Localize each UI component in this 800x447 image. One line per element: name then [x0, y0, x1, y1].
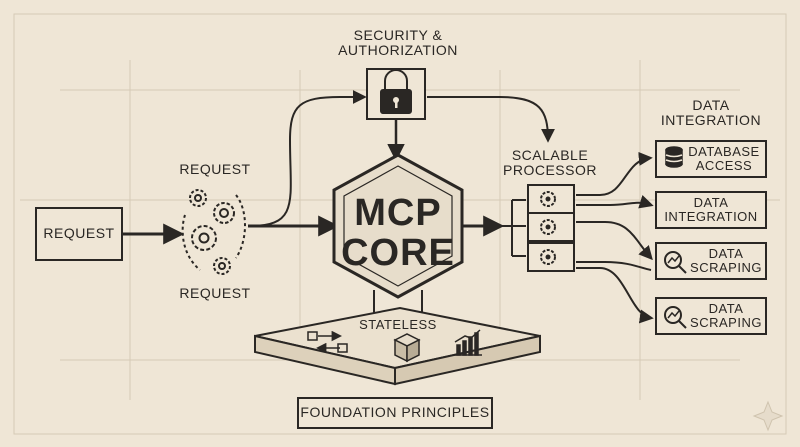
magnifier-chart-icon — [664, 306, 687, 329]
security-label: SECURITY & AUTHORIZATION — [318, 28, 478, 57]
magnifier-chart-icon — [664, 251, 687, 274]
gear-icon — [540, 219, 556, 235]
foundation-label: FOUNDATION PRINCIPLES — [300, 404, 490, 420]
cube-icon — [393, 333, 421, 363]
output-label-3: DATA SCRAPING — [688, 247, 764, 274]
gear-icon — [540, 191, 556, 207]
request-box-label: REQUEST — [43, 225, 115, 241]
security-label-line1: SECURITY & — [353, 27, 443, 43]
output-label-4: DATA SCRAPING — [688, 302, 764, 329]
processor-branch — [502, 199, 526, 257]
arrow-to-security — [249, 90, 367, 227]
request-box — [35, 207, 123, 261]
request-top-label: REQUEST — [179, 161, 251, 177]
data-integration-header-line2: INTEGRATION — [660, 111, 762, 128]
data-integration-header-line1: DATA — [692, 97, 730, 113]
bar-chart-icon — [454, 329, 482, 356]
arrow-security-to-processor — [427, 96, 555, 143]
data-integration-header: DATA INTEGRATION — [650, 98, 772, 127]
processor-unit-2 — [527, 212, 575, 242]
output-label-3-line2: SCRAPING — [690, 259, 762, 275]
processor-label-line1: SCALABLE — [511, 147, 589, 163]
security-label-line2: AUTHORIZATION — [338, 41, 458, 58]
mcp-core-line1: MCP — [354, 192, 442, 234]
lock-icon — [380, 69, 412, 114]
output-label-2: DATA INTEGRATION — [660, 196, 762, 223]
processor-unit-1 — [527, 184, 575, 214]
foundation-box — [297, 397, 493, 429]
stateless-label: STATELESS — [359, 317, 437, 332]
flow-icon — [307, 330, 348, 354]
output-label-1-line1: DATABASE — [688, 144, 760, 159]
processor-unit-3 — [527, 242, 575, 272]
output-label-4-line1: DATA — [708, 301, 744, 316]
mcp-core-label: MCP CORE — [338, 192, 458, 274]
output-box-2 — [655, 191, 767, 229]
output-label-1-line2: ACCESS — [695, 157, 753, 173]
processor-label: SCALABLE PROCESSOR — [490, 148, 610, 177]
output-label-1: DATABASE ACCESS — [684, 145, 764, 172]
gear-icon — [540, 249, 556, 265]
mcp-core-inner — [343, 165, 453, 287]
sketch-grid — [13, 13, 787, 435]
gears-icon — [181, 189, 246, 275]
output-label-4-line2: SCRAPING — [690, 314, 762, 330]
request-bottom-label: REQUEST — [179, 285, 251, 301]
processor-label-line2: PROCESSOR — [503, 161, 597, 178]
mcp-core-hexagon — [332, 153, 464, 299]
sparkle-icon — [752, 400, 784, 432]
output-label-3-line1: DATA — [708, 246, 744, 261]
output-label-2-line1: DATA — [693, 195, 729, 210]
database-icon — [665, 146, 683, 168]
mcp-core-line2: CORE — [341, 231, 455, 274]
output-label-2-line2: INTEGRATION — [664, 208, 758, 224]
output-arrows — [576, 151, 654, 324]
